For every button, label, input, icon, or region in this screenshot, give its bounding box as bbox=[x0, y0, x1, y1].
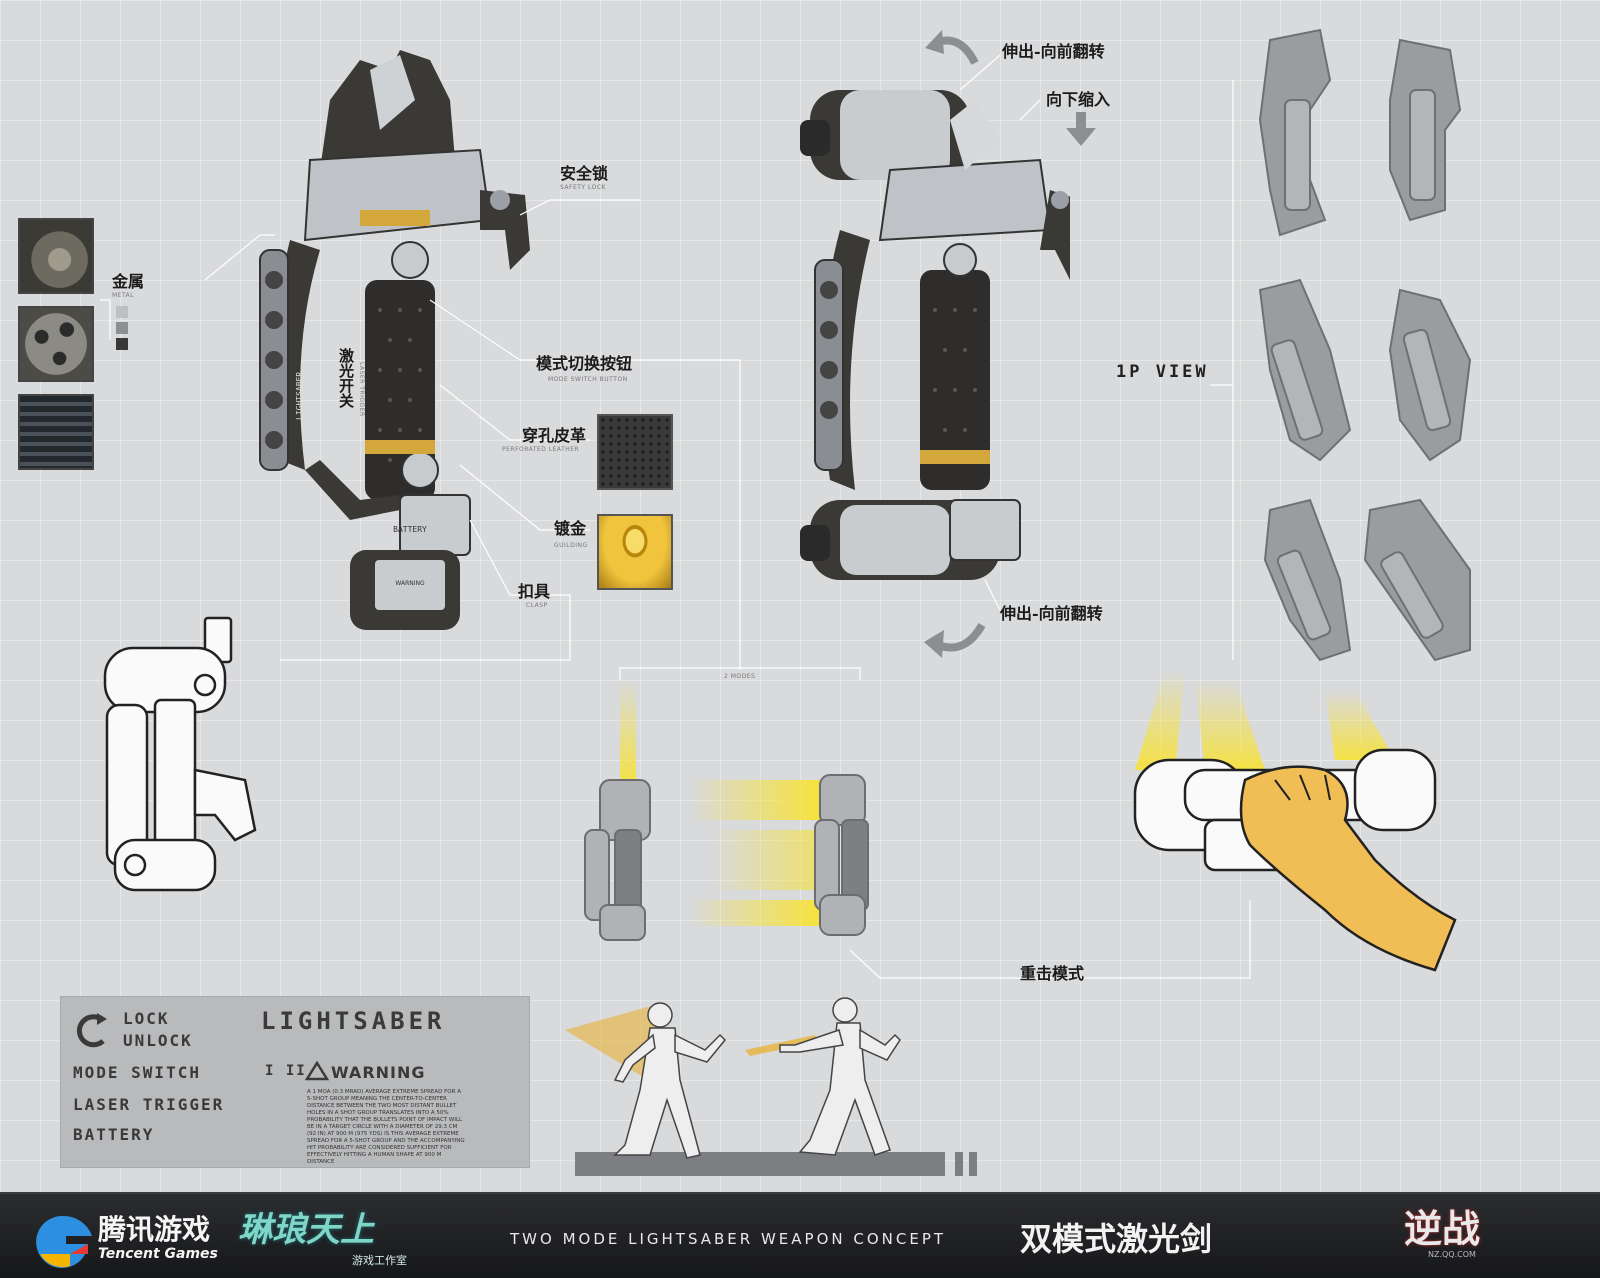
metal-label: 金属 bbox=[112, 272, 145, 291]
lock-unlock-icon bbox=[76, 1013, 107, 1048]
laser-trigger-label: 激光开关 bbox=[337, 348, 355, 408]
warning-text: WARNING bbox=[331, 1063, 426, 1082]
weapon-render-right bbox=[800, 90, 1070, 580]
metal-color-chip-1 bbox=[116, 306, 128, 318]
studio-logo: 琳琅天上 bbox=[238, 1210, 374, 1250]
tencent-games-en: Tencent Games bbox=[98, 1246, 218, 1262]
warning-marking: WARNING bbox=[395, 580, 425, 587]
warning-icon bbox=[305, 1061, 329, 1081]
retract-arrow-icon bbox=[1066, 112, 1096, 146]
studio-sub: 游戏工作室 bbox=[352, 1254, 407, 1267]
product-name-text: LIGHTSABER bbox=[261, 1007, 446, 1035]
mode-switch-button-label: 模式切换按钮 bbox=[536, 354, 633, 373]
unlock-text: UNLOCK bbox=[123, 1031, 193, 1050]
footer-bar: 腾讯游戏 Tencent Games 琳琅天上 游戏工作室 TWO MODE L… bbox=[0, 1192, 1600, 1278]
battery-marking: BATTERY bbox=[393, 525, 427, 534]
tencent-games-logo-icon bbox=[36, 1215, 92, 1268]
mode-switch-text: MODE SWITCH bbox=[73, 1063, 201, 1082]
heavy-strike-mode-label: 重击模式 bbox=[1020, 964, 1085, 983]
warning-fine-print: A 1 MOA (0.3 MRAD) AVERAGE EXTREME SPREA… bbox=[307, 1089, 465, 1165]
laser-trigger-sublabel: LASER TRIGGER bbox=[358, 362, 365, 417]
metal-color-chip-2 bbox=[116, 322, 128, 334]
extend-flip-top-label: 伸出-向前翻转 bbox=[1002, 42, 1105, 61]
perforated-leather-label: 穿孔皮革 bbox=[522, 426, 587, 445]
metal-color-chip-3 bbox=[116, 338, 128, 350]
perforated-leather-sublabel: PERFORATED LEATHER bbox=[502, 446, 580, 453]
leather-swatch bbox=[597, 414, 673, 490]
clasp-label: 扣具 bbox=[518, 582, 551, 601]
clasp-sublabel: CLASP bbox=[526, 602, 548, 609]
tencent-games-cn: 腾讯游戏 bbox=[98, 1213, 211, 1246]
extend-flip-bottom-label: 伸出-向前翻转 bbox=[1000, 604, 1103, 623]
concept-title-cn: 双模式激光剑 bbox=[1020, 1220, 1213, 1258]
retract-down-label: 向下缩入 bbox=[1046, 90, 1111, 109]
mode-switch-marks: I II bbox=[265, 1063, 307, 1079]
two-modes-label: 2 MODES bbox=[724, 673, 756, 680]
combat-stance-demo bbox=[565, 997, 977, 1176]
gold-swatch bbox=[597, 514, 673, 590]
metal-sublabel: METAL bbox=[112, 292, 135, 299]
grip-marking: LIGHTSABER bbox=[295, 372, 304, 420]
metal-photo-1 bbox=[18, 218, 94, 294]
metal-photo-3 bbox=[18, 394, 94, 470]
gilding-sublabel: GUILDING bbox=[554, 542, 588, 549]
battery-text: BATTERY bbox=[73, 1125, 155, 1144]
first-person-view-label: 1P VIEW bbox=[1116, 362, 1209, 382]
first-person-view-models bbox=[1258, 28, 1472, 662]
metal-photo-2 bbox=[18, 306, 94, 382]
game-url: NZ.QQ.COM bbox=[1428, 1250, 1476, 1259]
weapon-lineart bbox=[103, 616, 257, 892]
lock-text: LOCK bbox=[123, 1009, 170, 1028]
game-logo: 逆战 bbox=[1404, 1206, 1481, 1251]
spec-decal-panel: LOCK UNLOCK LIGHTSABER MODE SWITCH I II … bbox=[60, 996, 530, 1168]
weapon-render-left: BATTERY WARNING LIGHTSABER bbox=[259, 50, 530, 630]
flip-arrow-bottom-icon bbox=[924, 622, 986, 658]
safety-lock-sublabel: SAFETY LOCK bbox=[560, 184, 606, 191]
laser-trigger-text: LASER TRIGGER bbox=[73, 1095, 225, 1114]
safety-lock-label: 安全锁 bbox=[560, 164, 609, 183]
flip-arrow-top-icon bbox=[925, 30, 979, 65]
gilding-label: 镀金 bbox=[554, 519, 587, 538]
laser-mode-demo bbox=[584, 680, 869, 941]
mode-switch-button-sublabel: MODE SWITCH BUTTON bbox=[548, 376, 628, 383]
concept-title-en: TWO MODE LIGHTSABER WEAPON CONCEPT bbox=[510, 1230, 947, 1248]
heavy-strike-demo bbox=[1133, 670, 1457, 972]
